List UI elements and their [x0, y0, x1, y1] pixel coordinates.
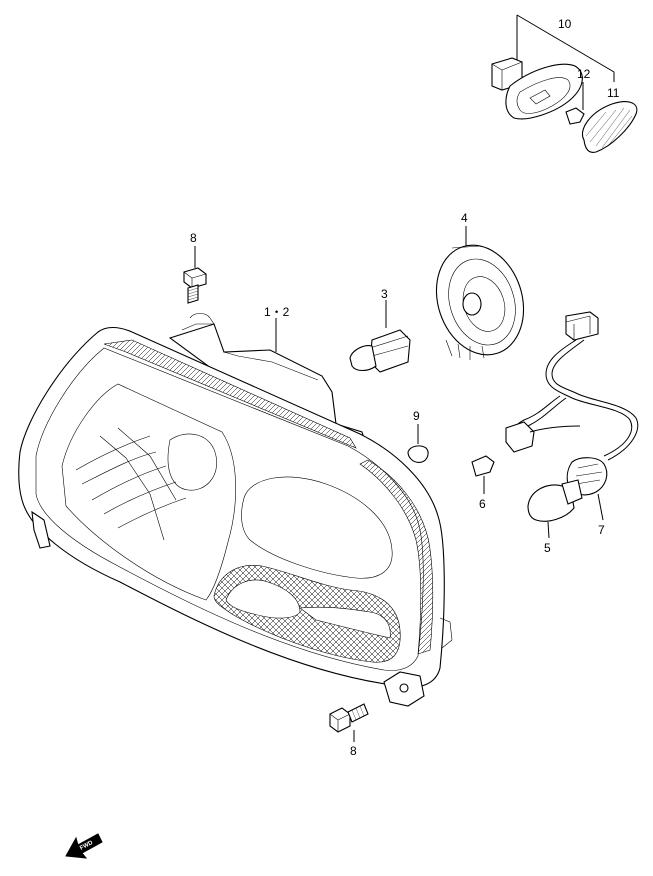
headlight-housing: 1・2 [18, 305, 453, 707]
callout-5: 5 [544, 541, 551, 555]
callout-9: 9 [413, 409, 420, 423]
callout-1-2: 1・2 [264, 305, 290, 319]
rear-dust-cover: 4 [435, 211, 525, 360]
callout-11: 11 [607, 86, 620, 100]
marker-lens [582, 101, 638, 153]
callout-3: 3 [381, 287, 388, 301]
marker-socket-housing [491, 57, 583, 120]
callout-8-bottom: 8 [350, 744, 357, 758]
callout-7: 7 [598, 523, 605, 537]
wiring-harness [505, 311, 639, 461]
turn-signal-bulb: 5 [527, 479, 583, 555]
callout-8-top: 8 [190, 231, 197, 245]
lower-bolt: 8 [329, 703, 369, 758]
position-bulb: 6 [471, 455, 495, 511]
marker-bulb [565, 107, 585, 125]
side-marker-assembly: 10 12 11 [491, 14, 638, 153]
upper-bolt: 8 [183, 231, 207, 304]
callout-4: 4 [461, 211, 468, 225]
grommet: 9 [407, 409, 429, 463]
forward-arrow-icon: FWD [65, 833, 103, 859]
callout-10: 10 [558, 17, 572, 31]
callout-6: 6 [479, 497, 486, 511]
callout-12: 12 [577, 67, 591, 81]
headlight-bulb: 3 [349, 287, 411, 373]
